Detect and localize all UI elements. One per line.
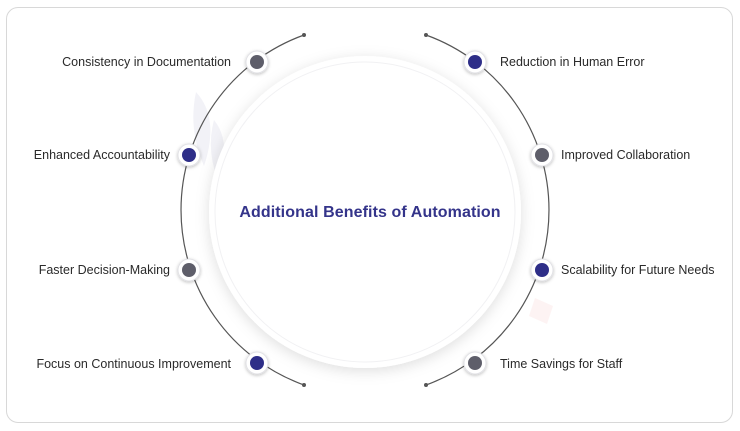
node-right-1 [463, 50, 487, 74]
ring-end-dot [424, 33, 428, 37]
right-label-3: Scalability for Future Needs [561, 263, 715, 277]
right-label-1: Reduction in Human Error [500, 55, 645, 69]
ring-arc-left [180, 34, 305, 386]
center-disc-inner [214, 61, 516, 363]
node-right-2 [530, 143, 554, 167]
ring-end-dot [424, 383, 428, 387]
left-label-2: Enhanced Accountability [33, 148, 170, 162]
left-label-1: Consistency in Documentation [62, 55, 231, 69]
left-label-4: Focus on Continuous Improvement [36, 357, 231, 371]
diagram-title: Additional Benefits of Automation [239, 204, 501, 221]
center-disc [209, 56, 521, 368]
node-right-3 [530, 258, 554, 282]
left-label-3: Faster Decision-Making [38, 263, 170, 277]
right-label-4: Time Savings for Staff [500, 357, 623, 371]
right-label-2: Improved Collaboration [561, 148, 691, 162]
node-left-1 [245, 50, 269, 74]
node-left-4 [245, 351, 269, 375]
ring-arc-right [425, 34, 550, 386]
ring-end-dot [302, 383, 306, 387]
ring-end-dot [302, 33, 306, 37]
watermark-right [529, 298, 553, 324]
node-right-4 [463, 351, 487, 375]
node-left-2 [177, 143, 201, 167]
node-left-3 [177, 258, 201, 282]
